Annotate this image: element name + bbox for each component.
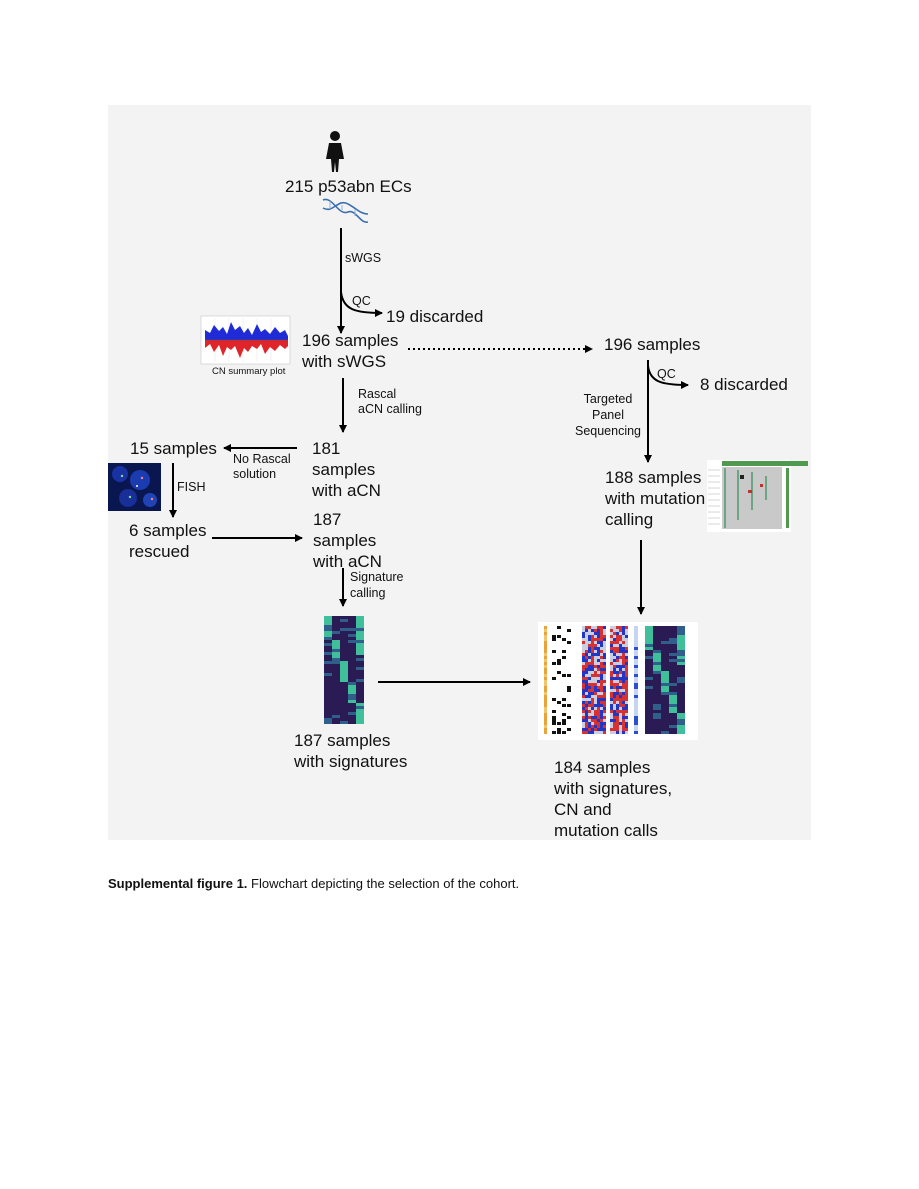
arrow-qc-discard-1 [340,291,383,317]
node-final-line4: mutation calls [554,821,658,840]
node-acn187-line1: 187 [313,510,342,529]
node-swgs-line2: with sWGS [302,352,387,371]
edge-qc-2: QC [657,367,676,381]
edge-rascal-line1: Rascal [358,387,397,401]
node-acn187-line3: with aCN [313,552,382,571]
edge-norascal-line2: solution [233,467,277,481]
node-acn187-line2: samples [313,531,377,550]
oncoprint-thumbnail [707,460,808,532]
edge-signature-line2: calling [350,586,386,600]
node-acn181-line1: 181 [312,439,341,458]
edge-swgs: sWGS [345,251,382,265]
node-swgs-line1: 196 samples [302,331,399,350]
caption-label: Supplemental figure 1. [108,876,248,891]
node-fifteen: 15 samples [130,439,217,458]
edge-rascal-line2: aCN calling [358,402,422,416]
node-mut-line1: 188 samples [605,468,702,487]
arrow-qc-discard-2 [647,365,689,389]
edge-tps-line1: Targeted [583,392,633,406]
node-mut-line2: with mutation [605,489,706,508]
edge-fish: FISH [177,480,206,494]
node-right-196: 196 samples [604,335,701,354]
caption-text: Flowchart depicting the selection of the… [247,876,520,891]
dna-icon [322,198,369,223]
edge-tps-line2: Panel [592,408,624,422]
cn-plot-label: CN summary plot [212,366,286,377]
node-rescued-line2: rescued [129,542,190,561]
edge-qc-1: QC [352,294,371,308]
node-acn181-line3: with aCN [312,481,381,500]
combined-heatmap-figure [538,622,698,740]
node-sig-line2: with signatures [294,752,408,771]
edge-signature-line1: Signature [350,570,404,584]
figure-caption: Supplemental figure 1. Flowchart depicti… [108,876,519,891]
node-final-line1: 184 samples [554,758,651,777]
edge-tps-line3: Sequencing [574,424,642,438]
cn-summary-plot [200,315,291,365]
edge-norascal-line1: No Rascal [233,452,291,466]
node-rescued-line1: 6 samples [129,521,207,540]
node-sig-line1: 187 samples [294,731,391,750]
node-discarded-2: 8 discarded [700,375,788,394]
node-discarded-1: 19 discarded [386,307,484,326]
node-acn181-line2: samples [312,460,376,479]
node-mut-line3: calling [605,510,654,529]
person-icon [326,131,344,172]
node-final-line3: CN and [554,800,612,819]
fish-image [108,463,161,511]
node-start: 215 p53abn ECs [285,177,412,196]
node-final-line2: with signatures, [554,779,673,798]
signature-heatmap [324,616,364,724]
